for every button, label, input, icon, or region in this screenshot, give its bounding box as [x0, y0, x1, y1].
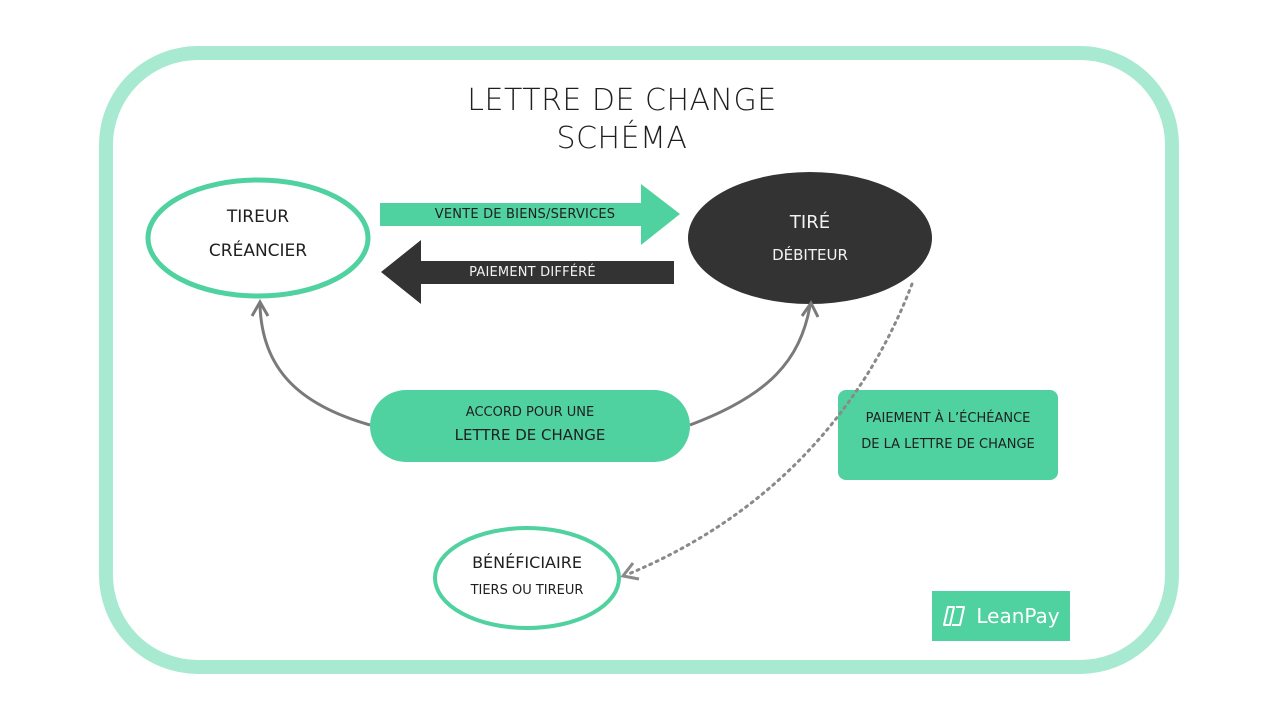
- connector-tire-to-beneficiaire: [624, 282, 914, 577]
- node-beneficiaire-line1: BÉNÉFICIAIRE: [472, 553, 582, 572]
- node-tire-line2: DÉBITEUR: [772, 246, 848, 264]
- node-accord-line1: ACCORD POUR UNE: [465, 405, 595, 420]
- leanpay-logo: LeanPay: [932, 591, 1070, 641]
- node-paiement-echeance-shape: [838, 390, 1058, 480]
- node-tire-shape: [688, 172, 932, 304]
- node-paiement-echeance-line1: PAIEMENT À L’ÉCHÉANCE: [865, 411, 1031, 426]
- connector-accord-to-tireur-head: [250, 298, 270, 317]
- node-paiement-echeance-line2: DE LA LETTRE DE CHANGE: [861, 437, 1035, 452]
- arrow-paiement-differe-shape: [381, 240, 674, 304]
- connector-tire-to-beneficiaire-head: [620, 562, 640, 581]
- node-beneficiaire-line2: TIERS OU TIREUR: [470, 583, 584, 598]
- leanpay-logo-icon: [943, 606, 966, 626]
- node-tireur-line1: TIREUR: [226, 207, 290, 227]
- connector-accord-to-tireur: [258, 304, 371, 427]
- diagram-title-line1: LETTRE DE CHANGE: [467, 83, 777, 118]
- node-tireur-line2: CRÉANCIER: [208, 241, 308, 261]
- diagram-title-line2: SCHÉMA: [556, 121, 688, 156]
- connector-accord-to-tire: [689, 305, 812, 427]
- arrow-paiement-differe-label: PAIEMENT DIFFÉRÉ: [469, 265, 596, 280]
- connector-accord-to-tire-head: [800, 300, 820, 318]
- leanpay-logo-text: LeanPay: [976, 604, 1060, 628]
- node-beneficiaire-shape: [433, 526, 621, 630]
- node-accord-shape: [370, 390, 690, 462]
- node-accord-line2: LETTRE DE CHANGE: [454, 426, 606, 444]
- arrow-vente-label: VENTE DE BIENS/SERVICES: [434, 207, 616, 222]
- node-tireur-shape: [145, 177, 371, 299]
- arrow-vente-shape: [380, 184, 680, 245]
- outer-frame: [99, 46, 1179, 674]
- node-tire-line1: TIRÉ: [789, 212, 831, 233]
